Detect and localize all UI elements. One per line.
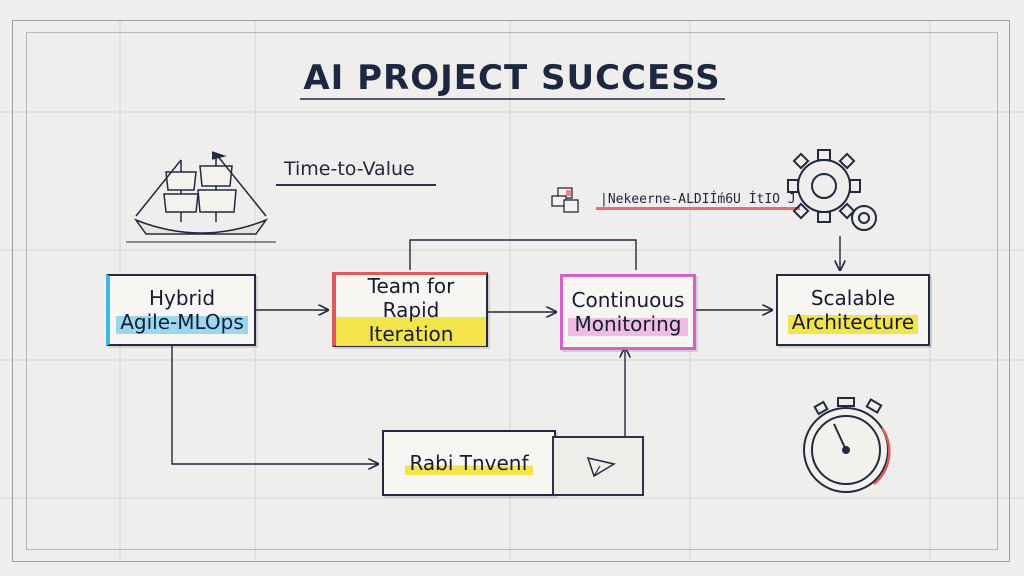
team-rapid-iteration-box: Team for Rapid Iteration: [332, 272, 488, 347]
scalable-architecture-label: Scalable Architecture: [787, 286, 919, 334]
reference-label: |Nekeerne-ALDIÍḿ6U ÍtIO J: [596, 192, 800, 210]
team-rapid-iteration-label: Team for Rapid Iteration: [336, 274, 486, 346]
stopwatch-icon: [803, 397, 891, 493]
time-to-value-underline: [276, 184, 436, 186]
continuous-monitoring-label: Continuous Monitoring: [567, 288, 689, 336]
hybrid-agile-mlops-label: Hybrid Agile-MLOps: [116, 286, 248, 334]
title-underline: [300, 98, 725, 100]
bottom-box-label: Rabi Tnvenf: [405, 451, 533, 475]
blocks-icon: [551, 187, 579, 213]
bottom-box: Rabi Tnvenf: [382, 430, 556, 496]
bottom-side-panel: [552, 436, 644, 496]
sailing-ship-icon: [126, 151, 276, 243]
continuous-monitoring-box: Continuous Monitoring: [560, 274, 696, 350]
outer-frame: [12, 20, 1010, 562]
inner-frame: [26, 32, 998, 550]
gears-icon: [787, 149, 877, 231]
scalable-architecture-box: Scalable Architecture: [776, 274, 930, 346]
page-title: AI PROJECT SUCCESS: [303, 58, 721, 98]
send-arrow-icon: [586, 456, 616, 478]
time-to-value-label: Time-to-Value: [284, 158, 415, 180]
hybrid-agile-mlops-box: Hybrid Agile-MLOps: [106, 274, 256, 346]
